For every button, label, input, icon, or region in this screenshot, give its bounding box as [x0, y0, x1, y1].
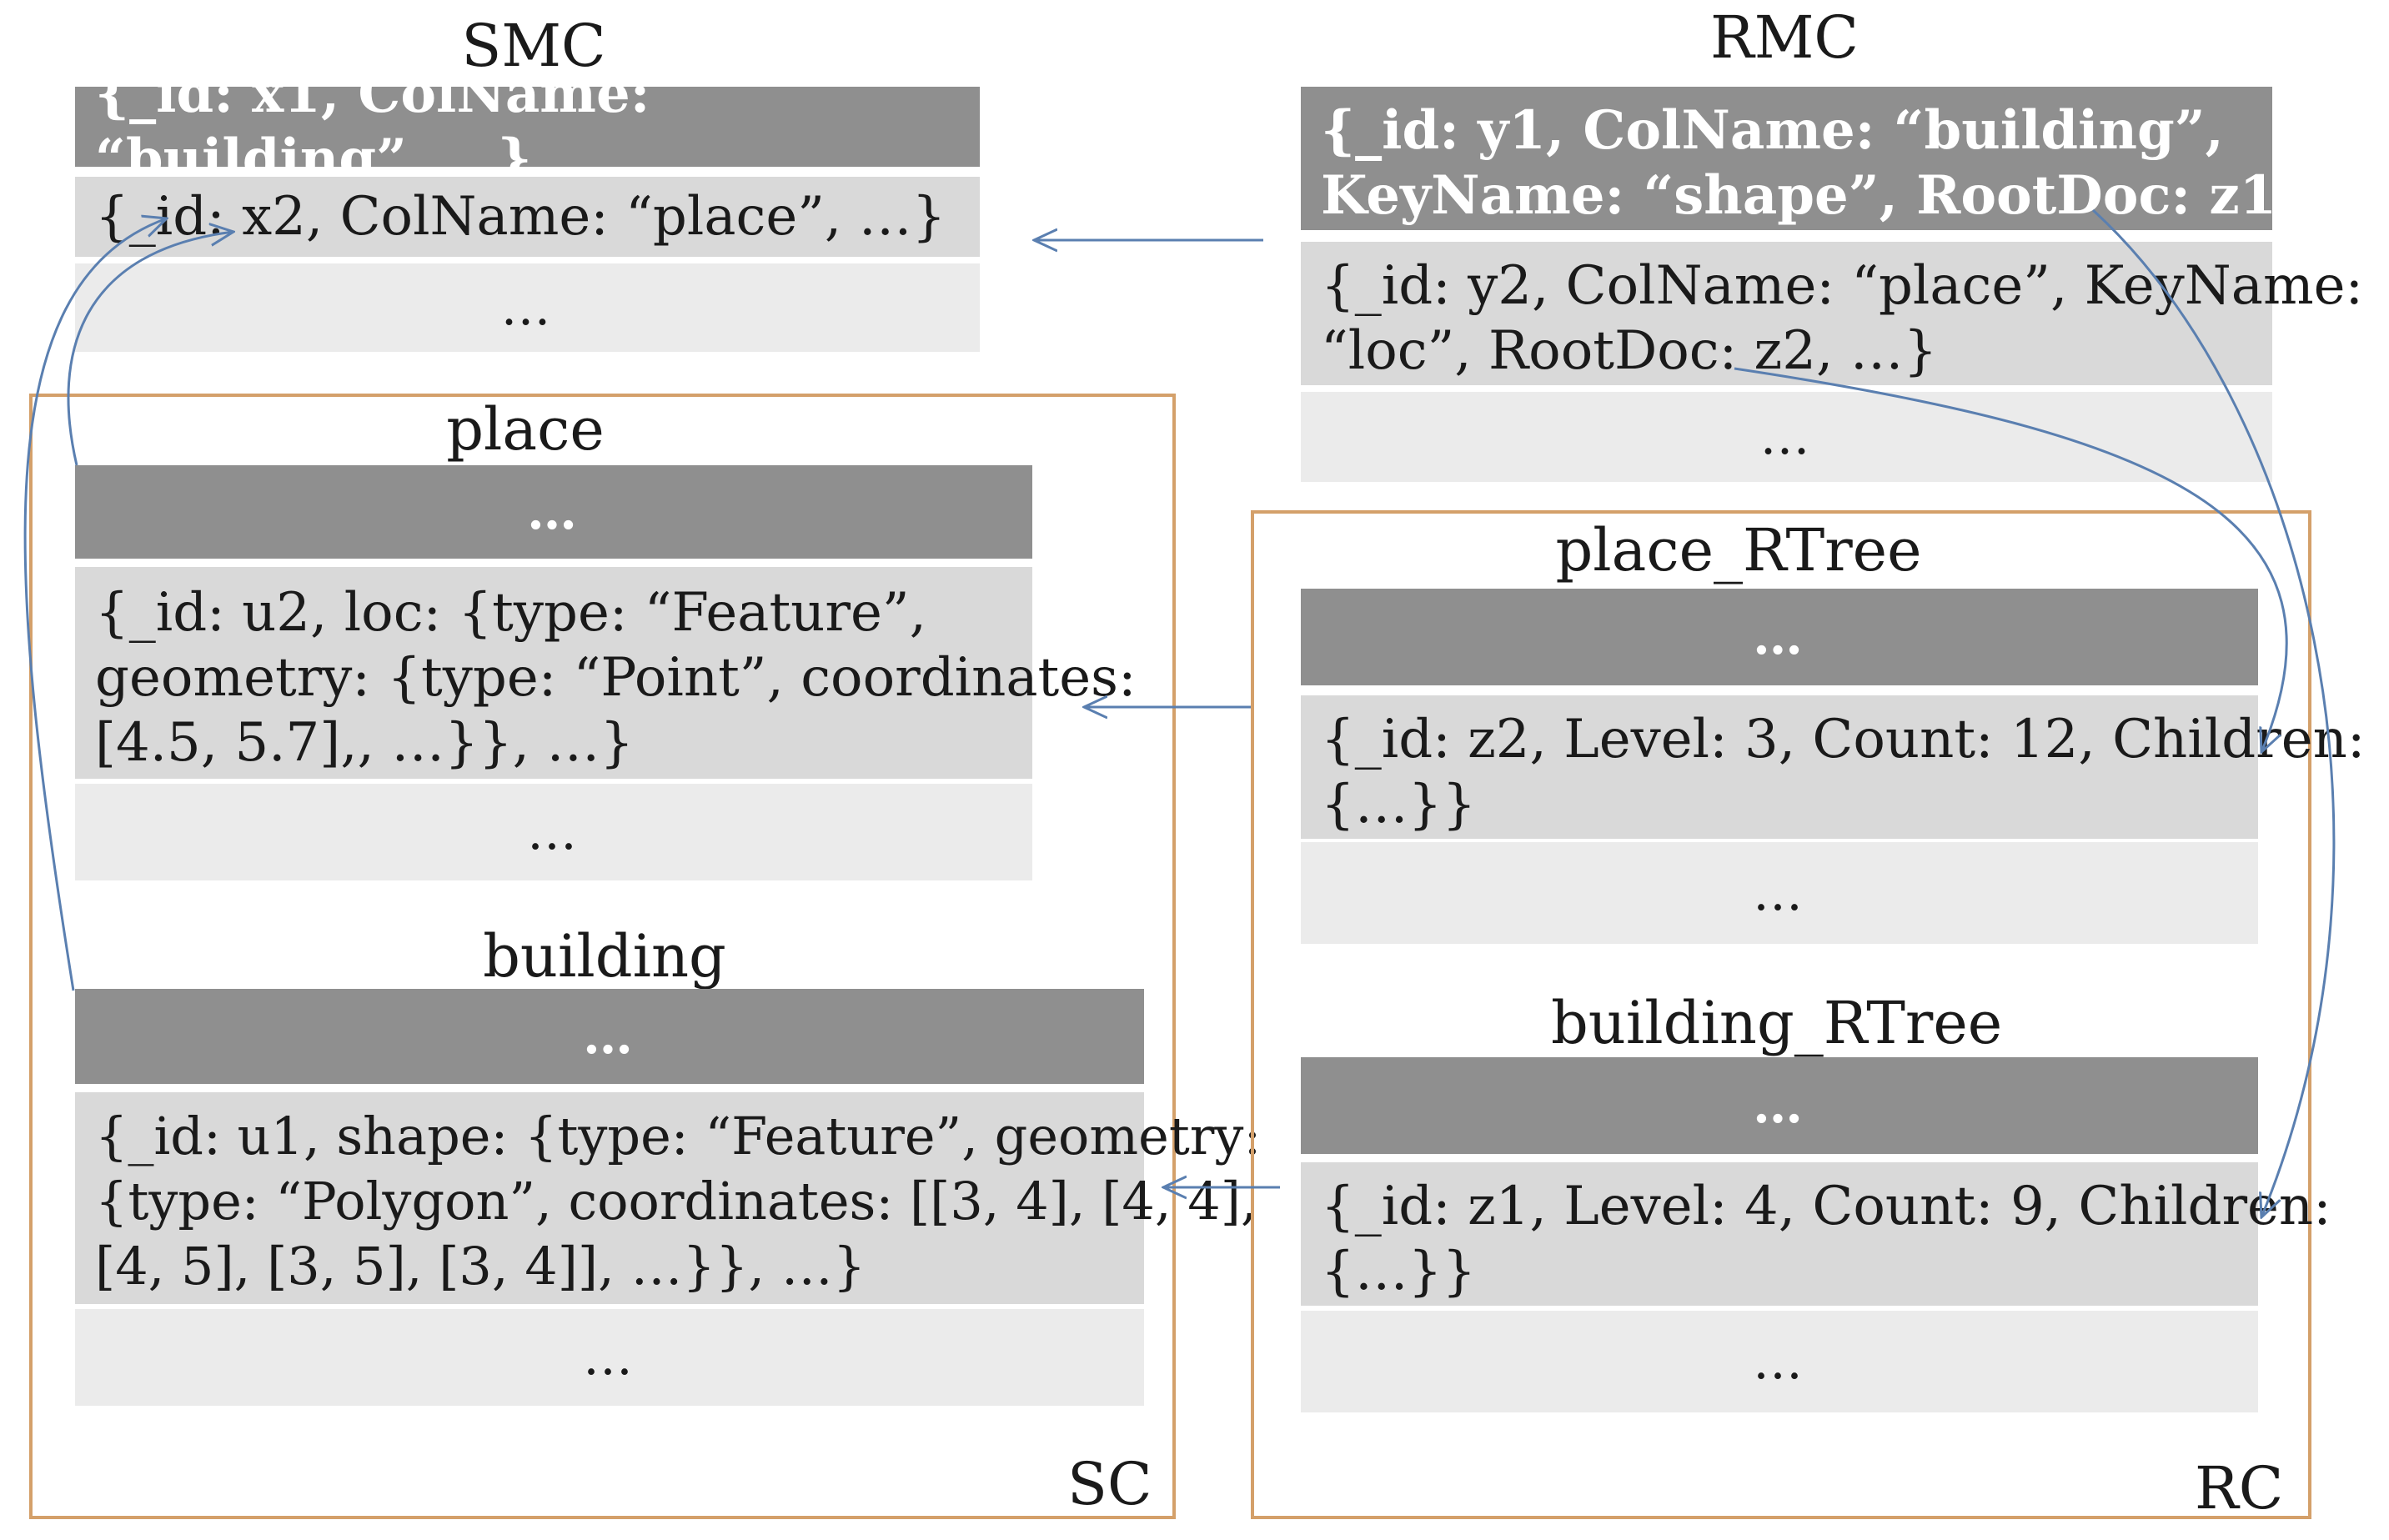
smc-title: SMC	[461, 12, 606, 80]
building-rtree-doc-line-2: {…}}	[1321, 1241, 1477, 1302]
place-doc-line-2: geometry: {type: “Point”, coordinates:	[95, 647, 1137, 709]
place-doc-line-3: [4.5, 5.7],, …}}, …}	[95, 712, 635, 774]
building-rtree-more: …	[1301, 1311, 2258, 1412]
place-rtree-doc: {_id: z2, Level: 3, Count: 12, Children:…	[1301, 695, 2366, 839]
place-more: …	[75, 784, 1032, 880]
rmc-row-1-line-2: KeyName: “shape”, RootDoc: z1, …}	[1321, 164, 2389, 227]
place-doc-line-1: {_id: u2, loc: {type: “Feature”,	[95, 582, 926, 644]
arrow-y2-to-z2	[1734, 367, 2288, 752]
place-rtree-title: place_RTree	[1555, 516, 1922, 584]
rmc-row-more: …	[1301, 392, 2272, 482]
building-doc-line-1: {_id: u1, shape: {type: “Feature”, geome…	[95, 1106, 1262, 1166]
building-rtree-header: …	[1301, 1057, 2258, 1154]
building-doc: {_id: u1, shape: {type: “Feature”, geome…	[75, 1092, 1262, 1304]
place-header: …	[75, 465, 1032, 559]
building-rtree-title: building_RTree	[1551, 989, 2003, 1057]
rmc-row-2-line-1: {_id: y2, ColName: “place”, KeyName:	[1321, 255, 2364, 317]
place-rtree-more: …	[1301, 842, 2258, 944]
rmc-row-1-line-1: {_id: y1, ColName: “building”,	[1321, 99, 2224, 162]
rmc-row-1: {_id: y1, ColName: “building”, KeyName: …	[1301, 87, 2389, 230]
rmc-title: RMC	[1710, 3, 1859, 72]
rmc-row-2-line-2: “loc”, RootDoc: z2, …}	[1321, 320, 1938, 382]
rc-label: RC	[2195, 1454, 2284, 1522]
building-rtree-doc-line-1: {_id: z1, Level: 4, Count: 9, Children:	[1321, 1176, 2331, 1237]
place-title: place	[446, 395, 605, 464]
arrow-building-to-x2	[23, 218, 167, 991]
building-rtree-doc: {_id: z1, Level: 4, Count: 9, Children: …	[1301, 1162, 2331, 1306]
place-rtree-header: …	[1301, 589, 2258, 685]
building-more: …	[75, 1309, 1144, 1406]
rc-container	[1251, 510, 2311, 1519]
sc-label: SC	[1067, 1450, 1152, 1518]
arrow-y1-to-z1	[2091, 208, 2336, 1217]
building-doc-line-2: {type: “Polygon”, coordinates: [[3, 4], …	[95, 1171, 1257, 1231]
building-header: …	[75, 989, 1144, 1084]
place-rtree-doc-line-2: {…}}	[1321, 774, 1477, 835]
arrow-place-to-x2	[67, 232, 233, 466]
building-doc-line-3: [4, 5], [3, 5], [3, 4]], …}}, …}	[95, 1236, 866, 1297]
building-title: building	[483, 922, 726, 991]
sc-container	[29, 394, 1176, 1519]
smc-row-more: …	[75, 263, 980, 352]
rmc-row-2: {_id: y2, ColName: “place”, KeyName: “lo…	[1301, 242, 2364, 385]
place-rtree-doc-line-1: {_id: z2, Level: 3, Count: 12, Children:	[1321, 709, 2366, 770]
place-doc: {_id: u2, loc: {type: “Feature”, geometr…	[75, 567, 1137, 779]
